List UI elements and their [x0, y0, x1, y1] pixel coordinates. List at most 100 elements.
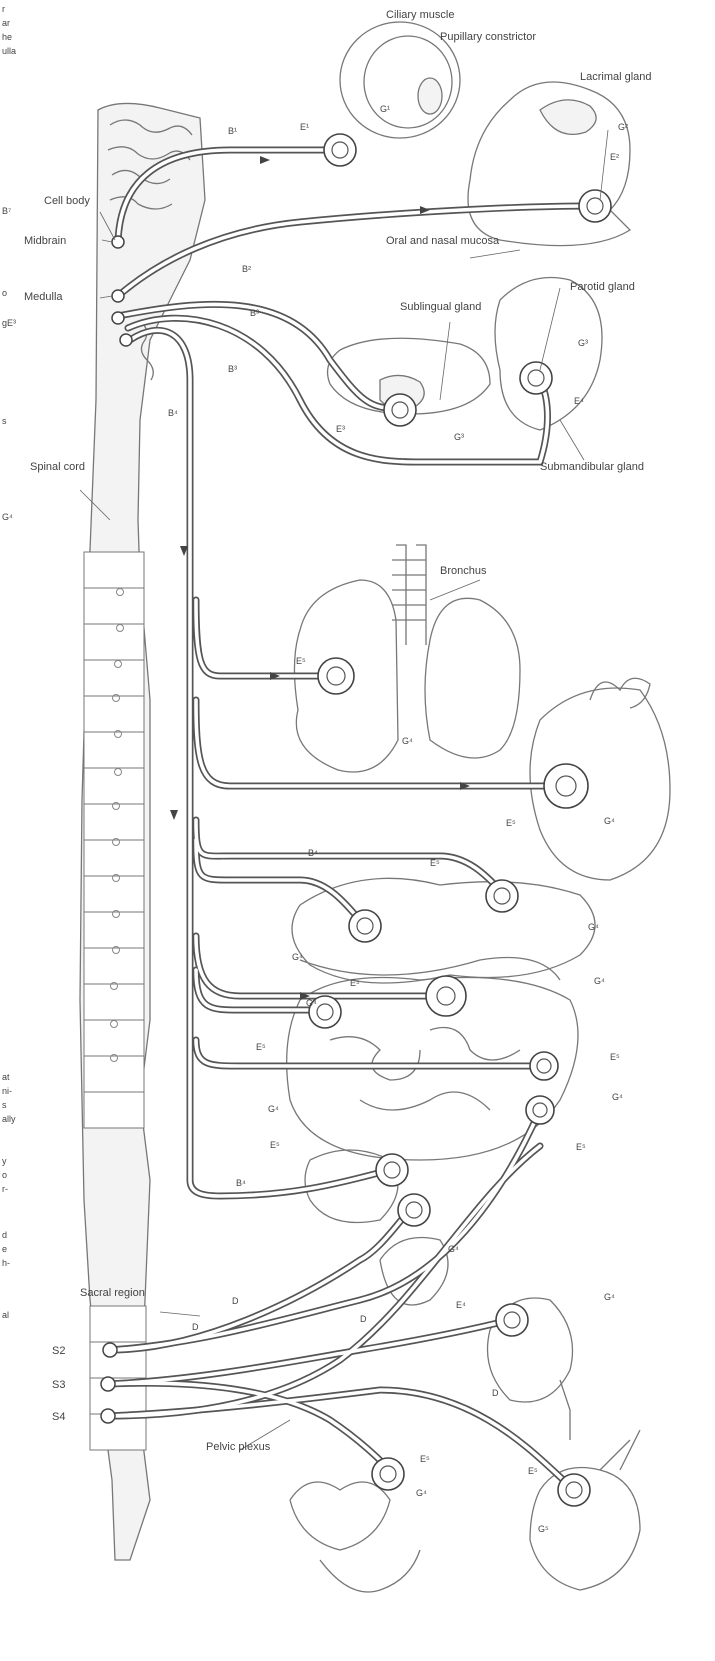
marker: G⁴: [604, 816, 615, 826]
marker: G²: [618, 122, 628, 132]
edge-text-line: at: [2, 1072, 10, 1082]
marker: E⁵: [350, 978, 360, 988]
edge-text-line: B⁷: [2, 206, 11, 216]
ganglion: [558, 1474, 590, 1506]
direction-arrows: [170, 156, 470, 1000]
label-spinal-cord: Spinal cord: [30, 461, 85, 473]
edge-text-line: d: [2, 1230, 7, 1240]
edge-text-line: he: [2, 32, 12, 42]
origin-cell: [101, 1377, 115, 1391]
ganglion: [324, 134, 356, 166]
marker: E⁵: [256, 1042, 266, 1052]
marker: D: [232, 1296, 239, 1306]
marker: E²: [610, 152, 619, 162]
ganglion: [486, 880, 518, 912]
marker: G⁴: [268, 1104, 279, 1114]
marker: E⁴: [456, 1300, 466, 1310]
label-s3: S3: [52, 1379, 65, 1391]
label-ciliary-muscle: Ciliary muscle: [386, 9, 454, 21]
marker: B³: [228, 364, 237, 374]
marker: G⁴: [594, 976, 605, 986]
cord-segments: [84, 552, 146, 1450]
marker: D: [192, 1322, 199, 1332]
label-cell-body: Cell body: [44, 195, 90, 207]
ganglion: [544, 764, 588, 808]
ganglion: [526, 1096, 554, 1124]
nerve-fiber-core: [108, 1390, 570, 1486]
marker: G⁴: [588, 922, 599, 932]
edge-text: r ar he ulla B⁷ o gE³ s G⁴ at ni- s ally…: [2, 4, 16, 1320]
edge-text-line: r: [2, 4, 5, 14]
ganglion: [579, 190, 611, 222]
marker: B¹: [228, 126, 237, 136]
label-submandibular-gland: Submandibular gland: [540, 461, 644, 473]
ganglion: [349, 910, 381, 942]
nerve-fiber: [196, 600, 330, 676]
marker: G⁴: [604, 1292, 615, 1302]
marker: G⁴: [612, 1092, 623, 1102]
marker: E⁵: [430, 858, 440, 868]
label-lacrimal-gland: Lacrimal gland: [580, 71, 652, 83]
marker: G⁴: [416, 1488, 427, 1498]
edge-text-line: h-: [2, 1258, 10, 1268]
edge-text-line: r-: [2, 1184, 8, 1194]
origin-cell: [120, 334, 132, 346]
label-medulla: Medulla: [24, 291, 63, 303]
marker: G³: [578, 338, 588, 348]
markers: B¹ E¹ G¹ B² B³ B³ B⁴ E² G² E³ G³ E⁴ G³ E…: [168, 104, 628, 1534]
edge-text-line: e: [2, 1244, 7, 1254]
marker: G⁴: [448, 1244, 459, 1254]
marker: E⁵: [296, 656, 306, 666]
origin-cell: [103, 1343, 117, 1357]
marker: G⁴: [402, 736, 413, 746]
label-oral-nasal-mucosa: Oral and nasal mucosa: [386, 235, 500, 247]
marker: E⁵: [610, 1052, 620, 1062]
nerve-fiber: [110, 1210, 410, 1350]
marker: E⁵: [506, 818, 516, 828]
marker: G⁴: [306, 998, 317, 1008]
marker: B⁴: [236, 1178, 246, 1188]
reproductive-organs: [290, 1430, 640, 1592]
ganglion: [376, 1154, 408, 1186]
ganglion: [426, 976, 466, 1016]
edge-text-line: ni-: [2, 1086, 12, 1096]
edge-text-line: s: [2, 1100, 7, 1110]
edge-text-line: G⁴: [2, 512, 13, 522]
marker: B⁴: [308, 848, 318, 858]
origin-cell: [112, 290, 124, 302]
ganglion: [520, 362, 552, 394]
label-pupillary-constrictor: Pupillary constrictor: [440, 31, 536, 43]
edge-text-line: o: [2, 288, 7, 298]
nerve-fiber-core: [196, 600, 330, 676]
ganglion: [372, 1458, 404, 1490]
marker: E⁵: [576, 1142, 586, 1152]
ganglion: [318, 658, 354, 694]
marker: B⁴: [168, 408, 178, 418]
nerve-fiber-core: [110, 1110, 540, 1350]
marker: E⁵: [528, 1466, 538, 1476]
label-s2: S2: [52, 1345, 65, 1357]
label-pelvic-plexus: Pelvic plexus: [206, 1441, 271, 1453]
edge-text-line: s: [2, 416, 7, 426]
marker: E⁵: [420, 1454, 430, 1464]
label-bronchus: Bronchus: [440, 565, 487, 577]
nerve-pathways: [108, 150, 590, 1486]
marker: G⁵: [538, 1524, 549, 1534]
nerve-fiber-core: [196, 840, 360, 920]
origin-cell: [112, 312, 124, 324]
marker: D: [360, 1314, 367, 1324]
edge-text-line: o: [2, 1170, 7, 1180]
marker: E⁴: [574, 396, 584, 406]
lacrimal-gland-organ: [468, 82, 630, 246]
marker: E¹: [300, 122, 309, 132]
edge-text-line: ulla: [2, 46, 16, 56]
edge-text-line: ally: [2, 1114, 16, 1124]
label-sublingual-gland: Sublingual gland: [400, 301, 481, 313]
marker: E⁵: [270, 1140, 280, 1150]
nerve-fiber: [196, 1040, 540, 1066]
nerve-fiber: [108, 1390, 570, 1486]
origin-cell: [101, 1409, 115, 1423]
edge-text-line: ar: [2, 18, 10, 28]
marker: B³: [250, 308, 259, 318]
